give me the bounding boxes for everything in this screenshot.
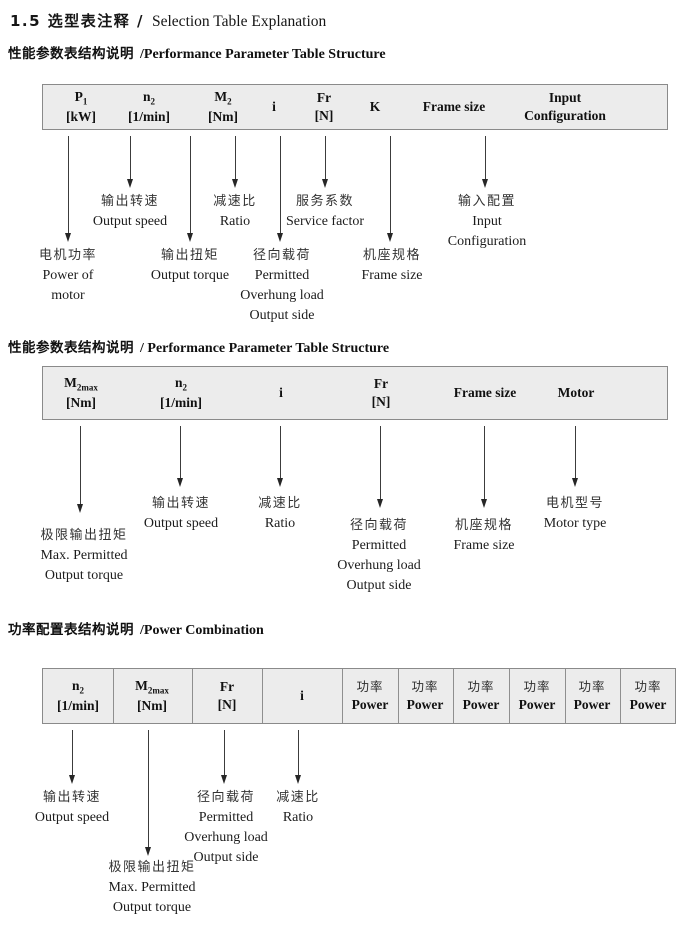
table1-col-n2: n2[1/min]	[128, 89, 170, 124]
arrow-s1-k	[322, 136, 328, 188]
table3-col-i: i	[300, 688, 304, 703]
arrow-s2-fr	[377, 426, 383, 508]
table3-divider	[620, 669, 621, 723]
arrow-s2-i	[277, 426, 283, 487]
arrow-s1-fr	[277, 136, 283, 242]
section2-heading-en: / Performance Parameter Table Structure	[140, 341, 390, 356]
arrow-s3-i	[295, 730, 301, 784]
arrow-s1-n2	[127, 136, 133, 188]
section1-heading-zh: 性能参数表结构说明	[8, 46, 134, 62]
table2-col-i: i	[279, 385, 283, 400]
table1-col-k: K	[369, 99, 381, 114]
table1-col-i: i	[272, 99, 276, 114]
arrow-s1-i	[232, 136, 238, 188]
page-title-en: Selection Table Explanation	[152, 13, 327, 30]
table2-col-frame-size: Frame size	[453, 385, 517, 400]
arrow-s3-fr	[221, 730, 227, 784]
section3-heading: 功率配置表结构说明 /Power Combination	[8, 618, 264, 639]
table3-divider	[342, 669, 343, 723]
table1-col-p1: P1[kW]	[66, 89, 96, 124]
table3-col-fr: Fr[N]	[217, 679, 237, 712]
arrow-s3-m2max	[145, 730, 151, 856]
arrow-s1-frame-size	[387, 136, 393, 242]
table3-divider	[398, 669, 399, 723]
table1-col-frame-size: Frame size	[422, 99, 486, 114]
arrow-s1-input	[482, 136, 488, 188]
arrow-s1-m2	[187, 136, 193, 242]
table2-col-fr: Fr[N]	[371, 376, 391, 409]
section1-heading-en: /Performance Parameter Table Structure	[140, 47, 386, 62]
table3-divider	[509, 669, 510, 723]
arrow-s3-n2	[69, 730, 75, 784]
section3-heading-en: /Power Combination	[140, 623, 264, 638]
arrow-s2-m2max	[77, 426, 83, 513]
arrow-s2-frame-size	[481, 426, 487, 508]
arrow-s2-motor	[572, 426, 578, 487]
arrow-s2-n2	[177, 426, 183, 487]
page-title-zh: 1.5 选型表注释 /	[10, 12, 144, 30]
table1-col-fr: Fr[N]	[314, 90, 334, 123]
table1-col-m2: M2[Nm]	[208, 89, 238, 124]
table2-col-motor: Motor	[557, 385, 595, 400]
table1-header-row: P1[kW] n2[1/min] M2[Nm] i Fr[N] K Frame …	[42, 84, 668, 130]
table3-divider	[192, 669, 193, 723]
table3-divider	[262, 669, 263, 723]
table3-col-n2: n2[1/min]	[57, 678, 99, 713]
table2-header-row: M2max[Nm] n2[1/min] i Fr[N] Frame size M…	[42, 366, 668, 420]
table2-col-m2max: M2max[Nm]	[64, 375, 98, 410]
section2-heading-zh: 性能参数表结构说明	[8, 340, 134, 356]
table2-col-n2: n2[1/min]	[160, 375, 202, 410]
table3-divider	[113, 669, 114, 723]
section1-heading: 性能参数表结构说明 /Performance Parameter Table S…	[8, 42, 386, 63]
section3-heading-zh: 功率配置表结构说明	[8, 622, 134, 638]
section2-heading: 性能参数表结构说明 / Performance Parameter Table …	[8, 336, 389, 357]
table3-col-m2max: M2max[Nm]	[135, 678, 169, 713]
table3-divider	[453, 669, 454, 723]
page-title: 1.5 选型表注释 / Selection Table Explanation	[10, 10, 326, 31]
table3-divider	[565, 669, 566, 723]
arrow-s1-p1	[65, 136, 71, 242]
